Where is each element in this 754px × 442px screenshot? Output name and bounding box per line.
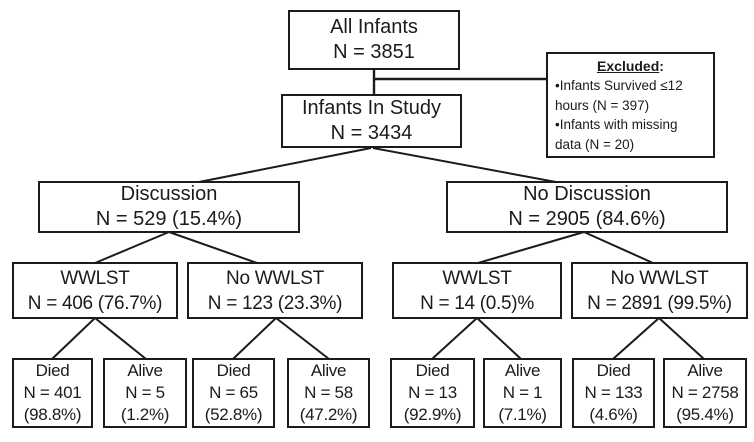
node-all-infants: All Infants N = 3851: [288, 10, 460, 70]
node-outcome-died-3: Died N = 13 (92.9%): [390, 358, 475, 428]
node-title: All Infants: [330, 16, 418, 38]
node-title: WWLST: [442, 267, 512, 289]
connector-wwlst2-died: [431, 317, 478, 360]
node-outcome-alive-4: Alive N = 2758 (95.4%): [663, 358, 747, 428]
connector-nodiscussion-nowwlst: [583, 231, 654, 264]
node-no-discussion: No Discussion N = 2905 (84.6%): [446, 181, 728, 233]
connector-wwlst2-alive: [476, 317, 522, 360]
connector-wwlst1-alive: [94, 317, 147, 360]
node-count: N = 2905 (84.6%): [508, 208, 666, 230]
node-count: N = 406 (76.7%): [27, 292, 163, 314]
excluded-title-text: Excluded: [597, 58, 660, 74]
excluded-title: Excluded:: [555, 57, 706, 76]
node-title: Discussion: [120, 183, 218, 205]
connector-nodiscussion-wwlst: [477, 231, 585, 264]
connector-wwlst1-died: [51, 317, 96, 360]
node-percent: (1.2%): [120, 405, 170, 424]
node-title: Died: [216, 361, 251, 380]
node-percent: (52.8%): [204, 405, 263, 424]
node-title: Alive: [504, 361, 541, 380]
node-count: N = 2758: [671, 383, 739, 402]
connector-nowwlst1-died: [232, 317, 277, 360]
node-infants-in-study: Infants In Study N = 3434: [281, 94, 462, 148]
node-title: Died: [596, 361, 631, 380]
node-title: Died: [415, 361, 450, 380]
node-count: N = 3851: [333, 41, 415, 63]
node-title: Died: [35, 361, 70, 380]
node-title: No Discussion: [523, 183, 651, 205]
node-count: N = 14 (0.5)%: [420, 292, 534, 314]
excluded-item: •Infants with missing data (N = 20): [555, 117, 678, 152]
node-outcome-alive-3: Alive N = 1 (7.1%): [483, 358, 562, 428]
node-percent: (47.2%): [299, 405, 358, 424]
node-outcome-alive-2: Alive N = 58 (47.2%): [287, 358, 370, 428]
node-percent: (98.8%): [23, 405, 82, 424]
node-title: WWLST: [60, 267, 130, 289]
node-percent: (4.6%): [589, 405, 638, 424]
excluded-title-colon: :: [659, 58, 664, 74]
node-count: N = 3434: [330, 122, 413, 144]
node-discussion-no-wwlst: No WWLST N = 123 (23.3%): [187, 262, 363, 319]
node-count: N = 133: [584, 383, 643, 402]
connector-nowwlst2-died: [612, 317, 660, 360]
node-title: No WWLST: [610, 267, 709, 289]
node-title: Alive: [310, 361, 347, 380]
node-percent: (7.1%): [498, 405, 547, 424]
node-title: No WWLST: [226, 267, 324, 289]
node-count: N = 65: [209, 383, 258, 402]
node-count: N = 5: [125, 383, 165, 402]
node-count: N = 13: [408, 383, 457, 402]
node-discussion: Discussion N = 529 (15.4%): [38, 181, 300, 233]
node-count: N = 123 (23.3%): [207, 292, 343, 314]
node-percent: (92.9%): [403, 405, 462, 424]
connector-discussion-nowwlst: [168, 231, 258, 264]
node-title: Alive: [687, 361, 723, 380]
node-outcome-died-2: Died N = 65 (52.8%): [192, 358, 275, 428]
connector-instudy-discussion: [198, 147, 372, 183]
node-title: Infants In Study: [302, 97, 441, 119]
node-outcome-died-1: Died N = 401 (98.8%): [12, 358, 93, 428]
node-discussion-wwlst: WWLST N = 406 (76.7%): [12, 262, 178, 319]
node-outcome-alive-1: Alive N = 5 (1.2%): [103, 358, 187, 428]
connector-instudy-nodiscussion: [372, 147, 557, 183]
node-no-discussion-no-wwlst: No WWLST N = 2891 (99.5%): [571, 262, 748, 319]
node-count: N = 401: [23, 383, 82, 402]
node-outcome-died-4: Died N = 133 (4.6%): [572, 358, 655, 428]
node-title: Alive: [127, 361, 163, 380]
connector-discussion-wwlst: [94, 231, 170, 264]
excluded-item: •Infants Survived ≤12 hours (N = 397): [555, 78, 683, 113]
connector-nowwlst1-alive: [275, 317, 330, 360]
node-count: N = 58: [304, 383, 353, 402]
connector-nowwlst2-alive: [658, 317, 705, 360]
node-excluded: Excluded: •Infants Survived ≤12 hours (N…: [546, 52, 715, 158]
node-count: N = 2891 (99.5%): [587, 292, 732, 314]
node-no-discussion-wwlst: WWLST N = 14 (0.5)%: [392, 262, 562, 319]
node-count: N = 529 (15.4%): [95, 208, 243, 230]
node-percent: (95.4%): [676, 405, 734, 424]
node-count: N = 1: [502, 383, 543, 402]
